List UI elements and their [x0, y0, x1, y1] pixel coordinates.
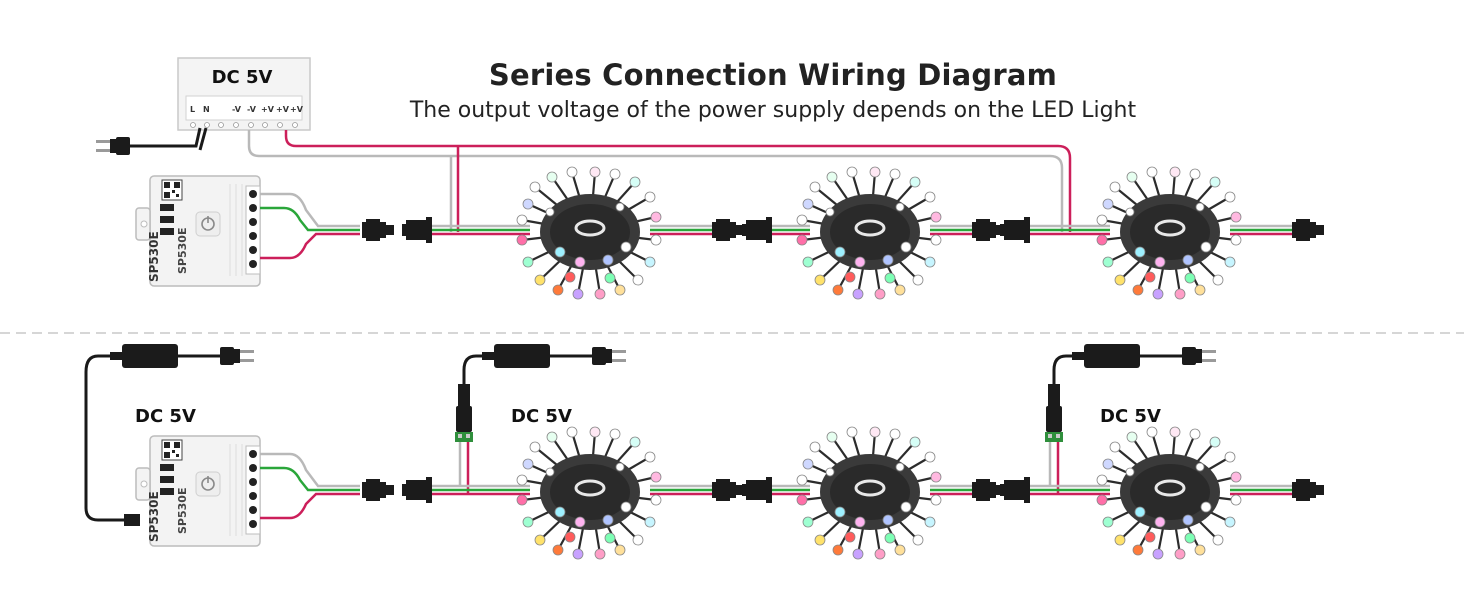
connector-icon — [362, 479, 394, 501]
controller-model-top: SP530E — [147, 231, 161, 282]
connector-icon — [1292, 479, 1324, 501]
led-bunch-icon — [1095, 165, 1243, 301]
connector-icon — [712, 479, 744, 501]
ac-plug-icon — [592, 347, 626, 365]
diagram-title: Series Connection Wiring Diagram — [488, 58, 1058, 92]
led-bunch-icon — [515, 425, 663, 561]
led-bunch-icon — [795, 425, 943, 561]
connector-icon — [362, 219, 394, 241]
adapter-1-voltage-label: DC 5V — [135, 406, 196, 427]
power-supply: L N -V -V +V +V +V — [177, 57, 311, 131]
led-bunch-icon — [795, 165, 943, 301]
led-bunch-icon — [515, 165, 663, 301]
controller-model-bottom: SP530E — [147, 491, 161, 542]
ac-plug-icon — [220, 347, 254, 365]
power-adapter-icon — [482, 344, 550, 368]
power-adapter-icon — [110, 344, 178, 368]
ac-plug-icon — [96, 137, 130, 155]
psu-terminal-pos2: +V — [276, 105, 290, 114]
ac-plug-icon — [1182, 347, 1216, 365]
connector-icon — [402, 477, 432, 503]
psu-terminal-neg1: -V — [232, 105, 242, 114]
connector-icon — [1000, 477, 1030, 503]
dc-jack-icon — [1045, 384, 1063, 442]
psu-terminal-pos3: +V — [290, 105, 304, 114]
connector-icon — [1292, 219, 1324, 241]
led-bunch-icon — [1095, 425, 1243, 561]
connector-icon — [972, 479, 1004, 501]
psu-terminal-pos1: +V — [261, 105, 275, 114]
psu-terminals: L N -V -V +V +V +V — [190, 105, 304, 114]
connector-icon — [1000, 217, 1030, 243]
psu-terminal-l: L — [190, 105, 195, 114]
diagram-subtitle: The output voltage of the power supply d… — [409, 98, 1137, 123]
adapter-2-voltage-label: DC 5V — [511, 406, 572, 427]
psu-terminal-neg2: -V — [247, 105, 257, 114]
connector-icon — [712, 219, 744, 241]
dc-jack-icon — [455, 384, 473, 442]
connector-icon — [742, 477, 772, 503]
adapter-3-voltage-label: DC 5V — [1100, 406, 1161, 427]
psu-voltage-label: DC 5V — [211, 67, 273, 88]
power-adapter-icon — [1072, 344, 1140, 368]
connector-icon — [972, 219, 1004, 241]
connector-icon — [402, 217, 432, 243]
connector-icon — [742, 217, 772, 243]
psu-terminal-n: N — [203, 105, 210, 114]
